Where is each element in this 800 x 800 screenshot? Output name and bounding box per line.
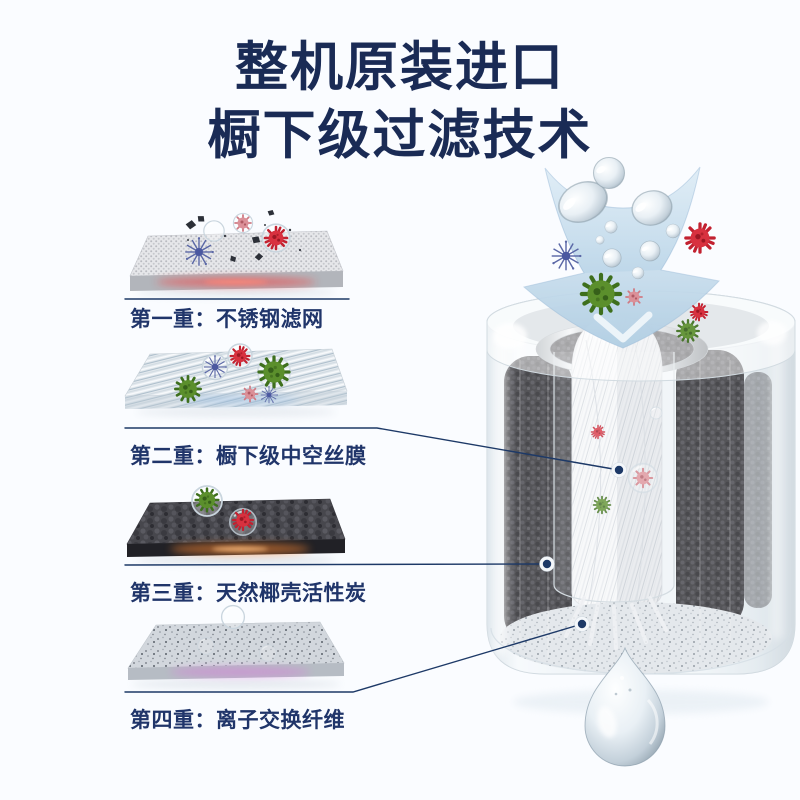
arrow-head-sheen [524, 270, 719, 348]
red-virus-icon [684, 222, 716, 254]
drop-sparkle [614, 692, 618, 696]
water-drop-icon [631, 266, 645, 280]
bubble-icon [220, 604, 246, 630]
glass-veil [487, 291, 795, 674]
leader-lines [124, 298, 620, 693]
underline-leader-layer-2 [124, 427, 620, 471]
slab-shadow [131, 679, 341, 689]
drop-highlight [597, 706, 617, 738]
drop-sparkle [628, 688, 632, 692]
underline-leader-layer-4 [124, 623, 583, 693]
carbon-haze-right [744, 372, 772, 608]
debris-icon [185, 219, 197, 231]
ion-top-face [127, 621, 345, 669]
collar-highlight-left [493, 323, 527, 349]
glass-highlight-right [770, 334, 784, 640]
pink-virus-icon [234, 214, 252, 232]
glass-ribs [519, 360, 731, 658]
carbon-column-left [504, 356, 572, 642]
fiber-fan-ends [564, 596, 668, 650]
slab-shadow [136, 555, 336, 565]
debris-icon [196, 214, 206, 224]
collar-highlight-right [757, 321, 787, 345]
red-virus-icon [229, 345, 251, 367]
page-title-line-1: 整机原装进口 [235, 38, 565, 97]
debris-dots [187, 224, 302, 252]
mesh-top-face [129, 230, 344, 277]
stainless-steel-mesh-illustration [129, 209, 344, 297]
red-glow-core [204, 279, 268, 285]
water-drop-icon [604, 220, 618, 234]
pink-glow [170, 667, 310, 677]
ion-exchange-fiber-illustration [127, 604, 345, 689]
underline-leader-layer-3 [124, 563, 540, 566]
glass-highlight-left [492, 334, 508, 656]
leader-dots [539, 462, 627, 632]
water-drop-icon [584, 646, 666, 767]
debris-icon [267, 209, 275, 217]
layer-2-label: 第二重：橱下级中空丝膜 [130, 445, 367, 468]
filter-cartridge-illustration [486, 290, 796, 714]
water-drop-icon [595, 235, 605, 245]
blue-glow [180, 396, 300, 404]
bubble-icon [196, 636, 216, 656]
slab-shadow [136, 407, 336, 417]
inner-tube [553, 352, 675, 603]
layer-1-label: 第一重：不锈钢滤网 [130, 308, 324, 331]
carbon-column-right [676, 350, 744, 628]
red-virus-icon [263, 225, 289, 251]
pink-virus-icon [625, 288, 643, 306]
clean-water-drop [584, 646, 666, 767]
pink-virus-icon [241, 385, 259, 403]
drop-sparkle [620, 676, 624, 680]
water-drop-icon [665, 223, 681, 239]
water-drop-icon [602, 248, 622, 268]
layer-4-label: 第四重：离子交换纤维 [130, 709, 345, 732]
activated-carbon-illustration [126, 484, 346, 565]
fiber-bundle-highlight [572, 318, 617, 612]
bubble-icon [258, 643, 278, 663]
hollow-fiber-membrane-illustration [124, 343, 348, 417]
drop-highlight-arc [646, 698, 659, 745]
page-title-line-2: 橱下级过滤技术 [207, 106, 593, 165]
arrow-tip-notch [593, 311, 653, 343]
red-virus-icon [231, 508, 255, 532]
orange-glow-core [212, 546, 268, 552]
bubble-icon [203, 220, 225, 242]
red-virus-icon [689, 302, 709, 322]
ion-exchange-layer [500, 602, 772, 674]
layer-3-label: 第三重：天然椰壳活性炭 [130, 582, 367, 605]
water-drop-icon [639, 240, 661, 262]
